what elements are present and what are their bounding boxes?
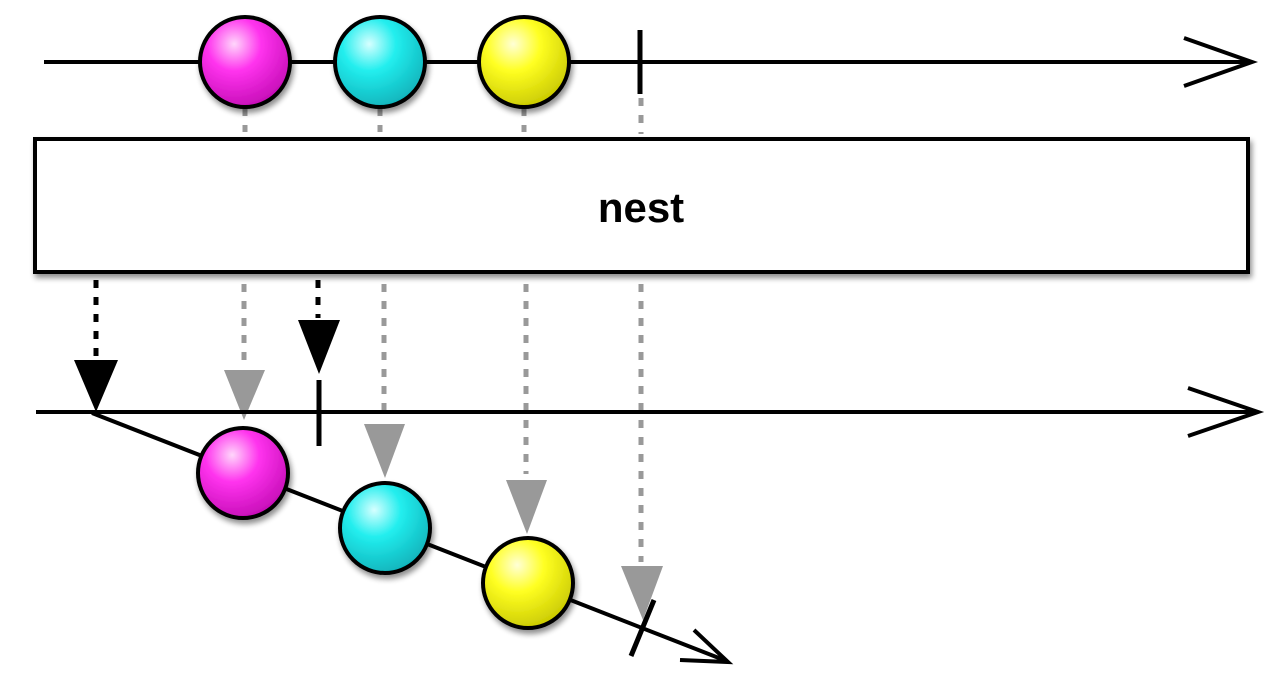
inner-marble-cyan — [338, 481, 432, 575]
inner-marble-yellow — [481, 536, 575, 630]
inner-marble-magenta — [196, 426, 290, 520]
inner-marbles — [196, 426, 575, 630]
source-marbles — [198, 15, 571, 109]
operator-box-rect — [33, 137, 1250, 274]
arrow-inner-complete — [621, 566, 663, 620]
output-timeline — [36, 380, 1265, 446]
inner-completion-tick — [628, 599, 657, 657]
source-marble-yellow — [477, 15, 571, 109]
arrow-cyan — [364, 424, 405, 478]
source-timeline-arrowhead — [1183, 36, 1259, 88]
output-connectors — [74, 280, 663, 620]
output-timeline-arrowhead — [1187, 386, 1265, 438]
source-marble-magenta — [198, 15, 292, 109]
arrow-yellow — [506, 480, 547, 534]
operator-label: nest — [598, 184, 684, 231]
source-marble-cyan — [333, 15, 427, 109]
arrow-magenta — [224, 370, 265, 420]
arrow-outer-complete — [298, 320, 340, 374]
operator-box: nest — [33, 137, 1250, 274]
arrow-inner-observable — [74, 360, 118, 412]
source-connectors — [242, 98, 644, 134]
inner-timeline-arrowhead — [679, 628, 734, 665]
